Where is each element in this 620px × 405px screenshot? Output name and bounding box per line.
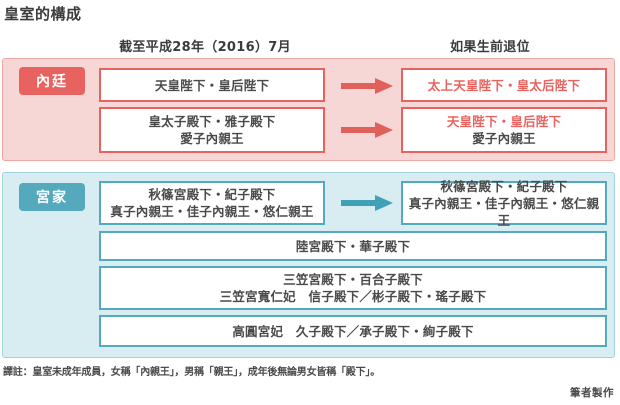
- box-line: 秋篠宮殿下・紀子殿下: [148, 187, 276, 202]
- page-title: 皇室的構成: [4, 5, 82, 23]
- column-header-after-abdication: 如果生前退位: [450, 40, 530, 55]
- box-line: 秋篠宮殿下・紀子殿下: [440, 178, 568, 194]
- princely-full-box-2: 三笠宮殿下・百合子殿下 三笠宮寬仁妃 信子殿下／彬子殿下・瑤子殿下: [99, 266, 607, 310]
- arrow-right-icon: [341, 122, 393, 138]
- section-panel-inner-court: 內廷 天皇陛下・皇后陛下 皇太子殿下・雅子殿下 愛子內親王 太上天皇陛下・皇太后…: [2, 58, 615, 161]
- section-label-princely-houses: 宮家: [19, 183, 85, 211]
- box-line: 陸宮殿下・華子殿下: [295, 238, 411, 254]
- inner-court-left-box-2: 皇太子殿下・雅子殿下 愛子內親王: [99, 107, 325, 153]
- box-line: 真子內親王・佳子內親王・悠仁親王: [110, 204, 314, 219]
- footnote-text: 譯註：皇室未成年成員，女稱「內親王」，男稱「親王」，成年後無論男女皆稱「殿下」。: [3, 367, 380, 378]
- box-line: 太上天皇陛下・皇太后陛下: [427, 77, 581, 93]
- princely-full-box-3: 高圓宮妃 久子殿下／承子殿下・絢子殿下: [99, 315, 607, 347]
- arrow-right-icon: [341, 195, 393, 211]
- princely-left-box-1: 秋篠宮殿下・紀子殿下 真子內親王・佳子內親王・悠仁親王: [99, 181, 325, 225]
- princely-full-box-1: 陸宮殿下・華子殿下: [99, 231, 607, 261]
- princely-right-box-1: 秋篠宮殿下・紀子殿下 真子內親王・佳子內親王・悠仁親王: [401, 178, 607, 228]
- box-line: 愛子內親王: [180, 131, 244, 146]
- box-line: 三笠宮殿下・百合子殿下: [283, 272, 423, 287]
- section-panel-princely-houses: 宮家 秋篠宮殿下・紀子殿下 真子內親王・佳子內親王・悠仁親王 秋篠宮殿下・紀子殿…: [2, 172, 615, 358]
- box-line: 天皇陛下・皇后陛下: [154, 77, 270, 93]
- inner-court-right-box-2: 天皇陛下・皇后陛下 愛子內親王: [401, 107, 607, 153]
- box-line: 真子內親王・佳子內親王・悠仁親王: [408, 195, 600, 228]
- box-line: 天皇陛下・皇后陛下: [446, 114, 562, 129]
- box-line: 愛子內親王: [472, 131, 536, 146]
- box-line: 高圓宮妃 久子殿下／承子殿下・絢子殿下: [232, 323, 474, 339]
- column-header-current: 截至平成28年（2016）7月: [119, 40, 291, 55]
- section-label-inner-court: 內廷: [19, 67, 85, 95]
- credit-text: 筆者製作: [570, 387, 614, 399]
- inner-court-left-box-1: 天皇陛下・皇后陛下: [99, 68, 325, 102]
- arrow-right-icon: [341, 78, 393, 94]
- box-line: 三笠宮寬仁妃 信子殿下／彬子殿下・瑤子殿下: [219, 289, 487, 304]
- box-line: 皇太子殿下・雅子殿下: [148, 114, 276, 129]
- inner-court-right-box-1: 太上天皇陛下・皇太后陛下: [401, 68, 607, 102]
